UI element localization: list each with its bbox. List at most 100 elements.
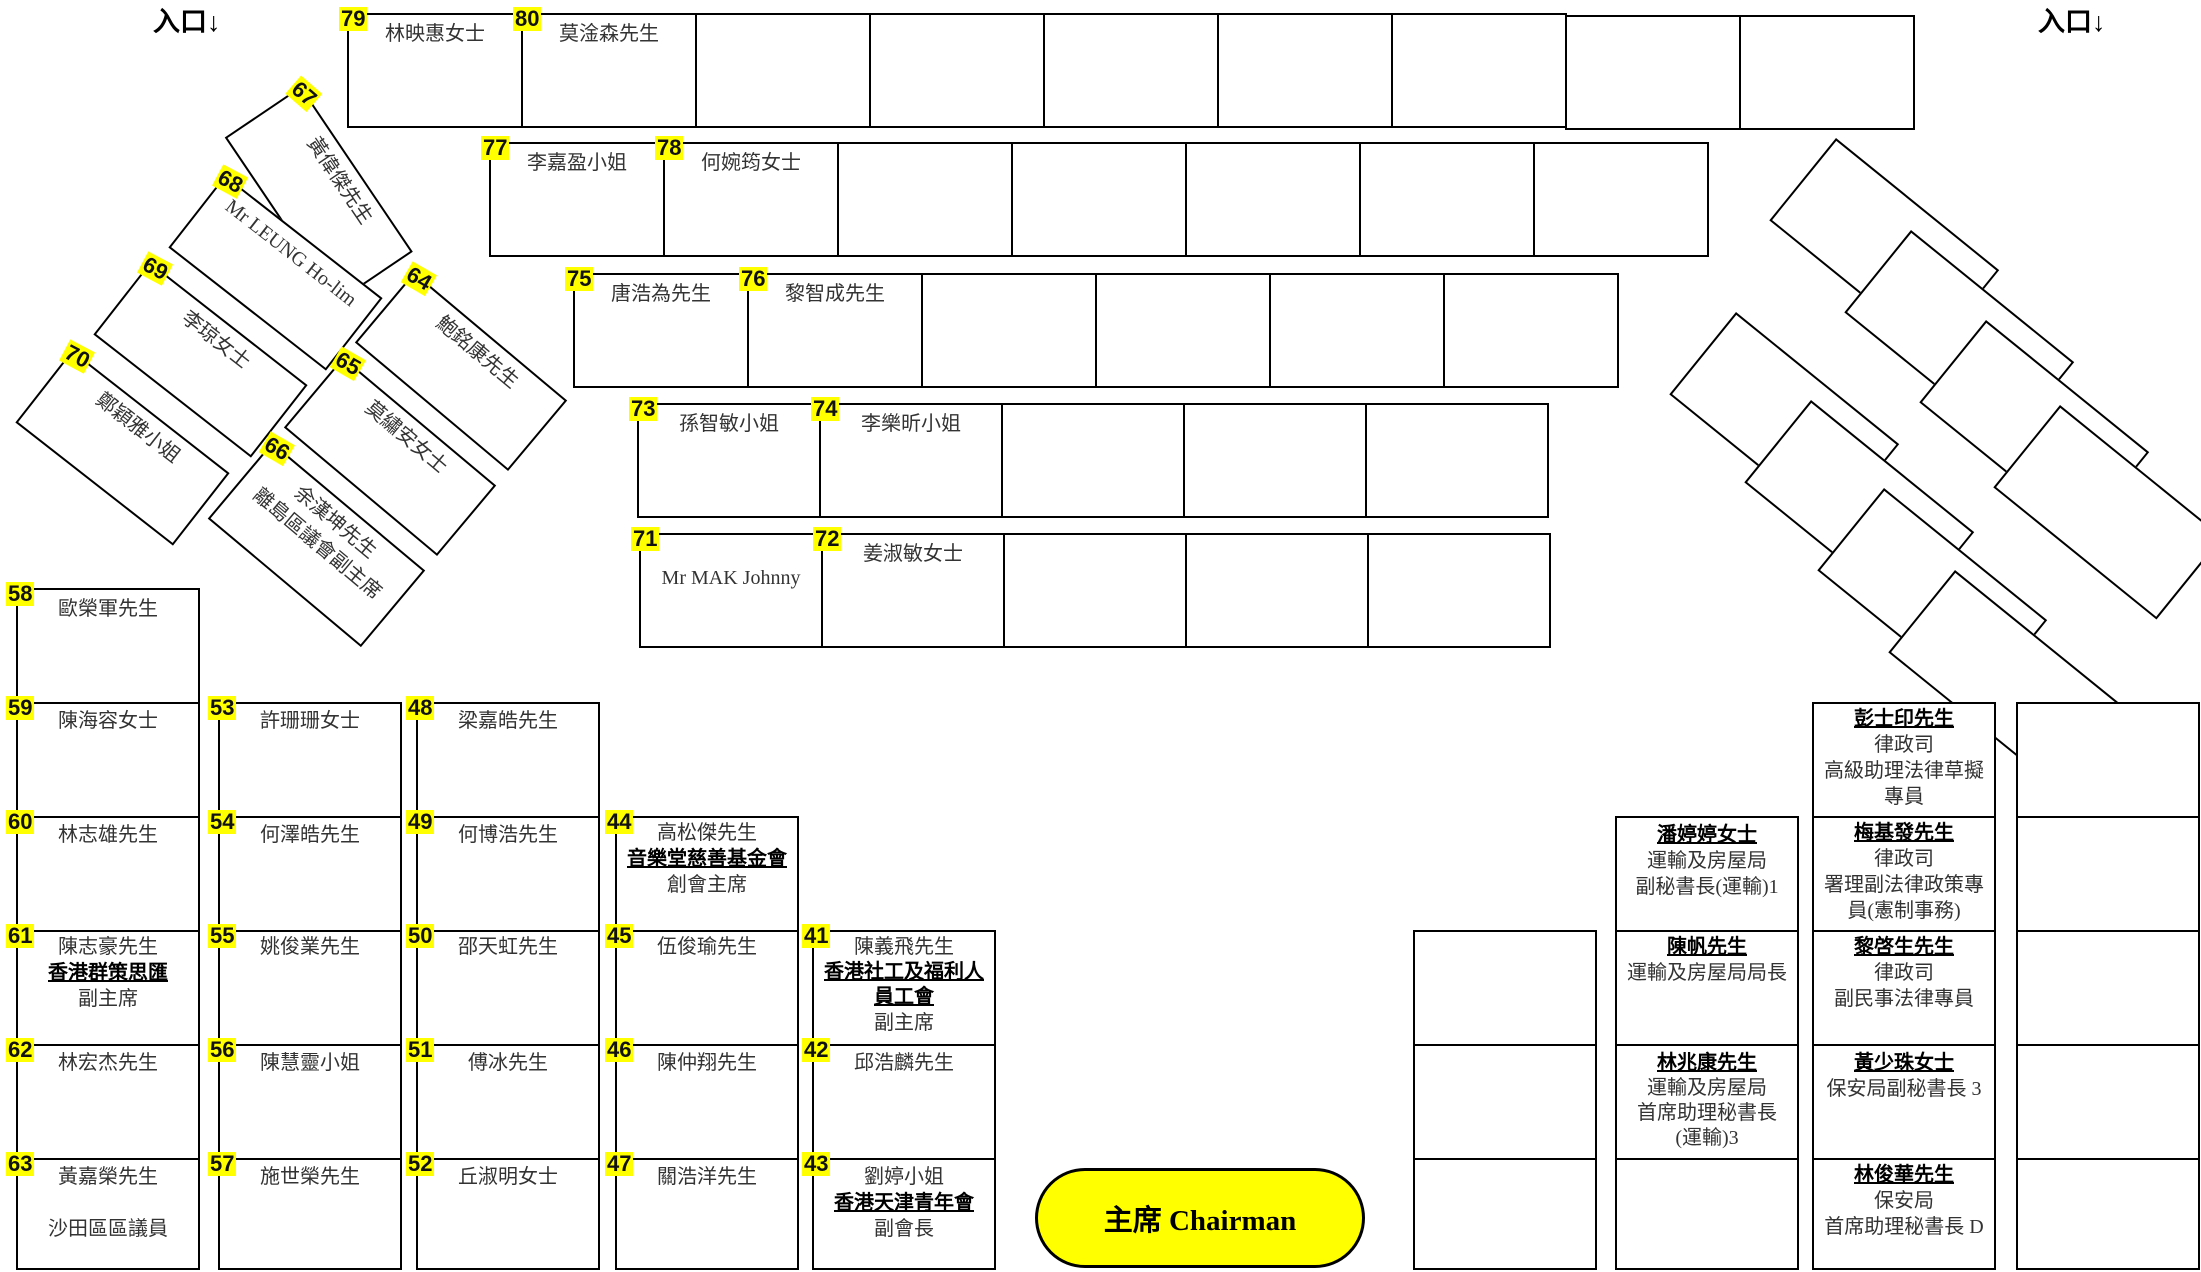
official-seat[interactable]: 黎啓生先生 律政司 副民事法律專員 [1812,930,1996,1046]
seat-71[interactable]: 71 Mr MAK Johnny [631,527,823,648]
seat-empty[interactable] [1565,15,1741,130]
seat-empty[interactable] [1367,533,1551,648]
seat-empty[interactable] [1443,273,1619,388]
official-title: 律政司 [1874,734,1934,756]
seat-number: 53 [208,695,237,720]
seat-empty[interactable] [837,142,1013,257]
seat-empty[interactable] [1183,403,1367,518]
seat-77[interactable]: 77 李嘉盈小姐 [481,136,665,257]
seat-44[interactable]: 44 高松傑先生 音樂堂慈善基金會 創會主席 [605,810,799,932]
seat-empty[interactable] [1391,13,1567,128]
official-title: 運輸及房屋局 [1647,1077,1767,1099]
seat-role: 副會長 [874,1218,934,1240]
seat-name: 傅冰先生 [468,1052,548,1074]
official-seat[interactable]: 林兆康先生 運輸及房屋局 首席助理秘書長 (運輸)3 [1615,1044,1799,1160]
seat-76[interactable]: 76 黎智成先生 [739,267,923,388]
seat-47[interactable]: 47 關浩洋先生 [605,1152,799,1270]
seat-empty[interactable] [1533,142,1709,257]
seat-number: 61 [6,923,35,948]
seat-55[interactable]: 55 姚俊業先生 [208,924,402,1046]
official-title: 首席助理秘書長 [1637,1102,1777,1124]
seat-45[interactable]: 45 伍俊瑜先生 [605,924,799,1046]
seat-number: 60 [6,809,35,834]
seat-number: 44 [605,809,634,834]
seat-empty[interactable] [1269,273,1445,388]
seat-number: 75 [565,266,594,291]
seat-49[interactable]: 49 何博浩先生 [406,810,600,932]
seat-empty[interactable] [1185,142,1361,257]
seat-59[interactable]: 59 陳海容女士 [6,696,200,818]
official-seat[interactable]: 彭士印先生 律政司 高級助理法律草擬 專員 [1812,702,1996,818]
seat-57[interactable]: 57 施世榮先生 [208,1152,402,1270]
seat-61[interactable]: 61 陳志豪先生 香港群策思匯 副主席 [6,924,200,1046]
seat-73[interactable]: 73 孫智敏小姐 [629,397,821,518]
seat-60[interactable]: 60 林志雄先生 [6,810,200,932]
seat-42[interactable]: 42 邱浩麟先生 [802,1038,996,1160]
seat-63[interactable]: 63 黃嘉榮先生 沙田區區議員 [6,1152,200,1270]
seat-name: 唐浩為先生 [611,283,711,305]
official-title: 律政司 [1874,962,1934,984]
seat-43[interactable]: 43 劉婷小姐 香港天津青年會 副會長 [802,1152,996,1270]
seat-46[interactable]: 46 陳仲翔先生 [605,1038,799,1160]
official-title: 專員 [1884,786,1924,808]
seat-number: 63 [6,1151,35,1176]
seat-name: 莫淦森先生 [559,23,659,45]
official-seat[interactable]: 林俊華先生 保安局 首席助理秘書長 D [1812,1158,1996,1270]
official-seat[interactable]: 黃少珠女士 保安局副秘書長 3 [1812,1044,1996,1160]
seat-41[interactable]: 41 陳義飛先生 香港社工及福利人 員工會 副主席 [802,924,996,1046]
seat-58[interactable]: 58 歐榮軍先生 [6,582,200,704]
seat-empty[interactable] [1359,142,1535,257]
seat-62[interactable]: 62 林宏杰先生 [6,1038,200,1160]
seat-empty[interactable] [1185,533,1369,648]
seat-80[interactable]: 80 莫淦森先生 [513,7,697,128]
seat-empty[interactable] [2016,1044,2200,1160]
seat-number: 52 [406,1151,435,1176]
chairman-seat[interactable]: 主席 Chairman [1035,1168,1365,1268]
seat-name: 陳慧靈小姐 [260,1052,360,1074]
seat-empty[interactable] [1011,142,1187,257]
seat-75[interactable]: 75 唐浩為先生 [565,267,749,388]
seat-name: 黎智成先生 [785,283,885,305]
seat-name: 陳志豪先生 [58,936,158,958]
seat-54[interactable]: 54 何澤皓先生 [208,810,402,932]
seat-72[interactable]: 72 姜淑敏女士 [813,527,1005,648]
official-title: 保安局副秘書長 3 [1826,1078,1982,1100]
seat-empty[interactable] [2016,930,2200,1046]
seat-56[interactable]: 56 陳慧靈小姐 [208,1038,402,1160]
seat-empty[interactable] [1001,403,1185,518]
official-seat[interactable]: 潘婷婷女士 運輸及房屋局 副秘書長(運輸)1 [1615,816,1799,932]
seat-50[interactable]: 50 邵天虹先生 [406,924,600,1046]
seat-empty[interactable] [1217,13,1393,128]
seat-name: 姚俊業先生 [260,936,360,958]
seat-empty[interactable] [921,273,1097,388]
seat-empty[interactable] [1739,15,1915,130]
seat-empty[interactable] [2016,702,2200,818]
seat-52[interactable]: 52 丘淑明女士 [406,1152,600,1270]
seat-number: 43 [802,1151,831,1176]
seat-empty[interactable] [1043,13,1219,128]
seat-48[interactable]: 48 梁嘉皓先生 [406,696,600,818]
official-seat[interactable]: 陳帆先生 運輸及房屋局局長 [1615,930,1799,1046]
seat-empty[interactable] [2016,816,2200,932]
seat-empty[interactable] [2016,1158,2200,1270]
seat-empty[interactable] [1365,403,1549,518]
seat-empty[interactable] [695,13,871,128]
seat-51[interactable]: 51 傅冰先生 [406,1038,600,1160]
seat-78[interactable]: 78 何婉筠女士 [655,136,839,257]
seat-53[interactable]: 53 許珊珊女士 [208,696,402,818]
official-seat[interactable]: 梅基發先生 律政司 署理副法律政策專 員(憲制事務) [1812,816,1996,932]
seat-empty[interactable] [1413,930,1597,1046]
official-name: 黃少珠女士 [1854,1052,1954,1074]
seat-79[interactable]: 79 林映惠女士 [339,7,523,128]
seat-empty[interactable] [869,13,1045,128]
seat-name: 邱浩麟先生 [854,1052,954,1074]
seat-empty[interactable] [1413,1044,1597,1160]
seat-74[interactable]: 74 李樂昕小姐 [811,397,1003,518]
official-title: 律政司 [1874,848,1934,870]
seat-empty[interactable] [1615,1158,1799,1270]
seat-empty[interactable] [1095,273,1271,388]
seat-name: 何澤皓先生 [260,824,360,846]
seat-number: 72 [813,526,842,551]
seat-empty[interactable] [1413,1158,1597,1270]
seat-empty[interactable] [1003,533,1187,648]
